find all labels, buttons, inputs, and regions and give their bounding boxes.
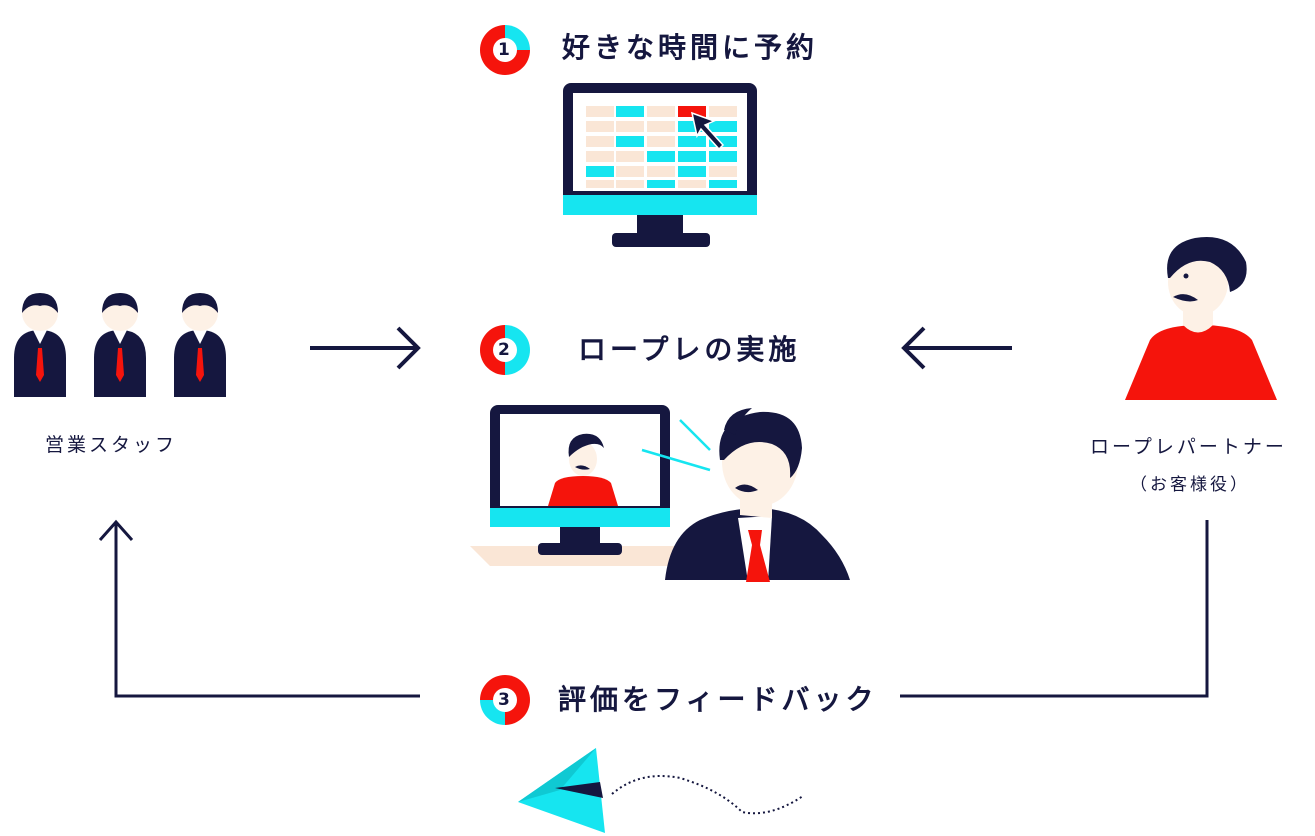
step-2-number: 2 — [498, 340, 510, 360]
remote-partner-on-screen — [548, 433, 618, 506]
cursor-icon — [690, 111, 725, 151]
partner-illustration — [1125, 237, 1277, 400]
step-1-number: 1 — [498, 40, 510, 60]
sales-staff-label: 営業スタッフ — [45, 434, 178, 456]
step-1-badge — [480, 25, 530, 75]
calendar-grid — [586, 106, 737, 188]
step-3-title: 評価をフィードバック — [558, 683, 878, 716]
step-1-title: 好きな時間に予約 — [562, 31, 819, 64]
partner-sublabel: （お客様役） — [1130, 475, 1250, 495]
booking-monitor-illustration — [563, 83, 757, 247]
video-call-illustration — [470, 405, 850, 582]
step-2-badge — [480, 325, 530, 375]
step-2-title: ロープレの実施 — [578, 333, 801, 366]
partner-label: ロープレパートナー — [1090, 436, 1287, 458]
paper-plane-icon — [518, 748, 804, 833]
sales-person-front — [665, 408, 850, 582]
feedback-return-line — [98, 519, 420, 698]
step-3-number: 3 — [498, 690, 510, 710]
step-3-badge — [480, 675, 530, 725]
partner-feedback-line — [900, 520, 1209, 698]
sales-staff-illustration — [14, 293, 226, 397]
arrow-left-icon — [901, 326, 1012, 370]
arrow-right-icon — [310, 326, 421, 370]
